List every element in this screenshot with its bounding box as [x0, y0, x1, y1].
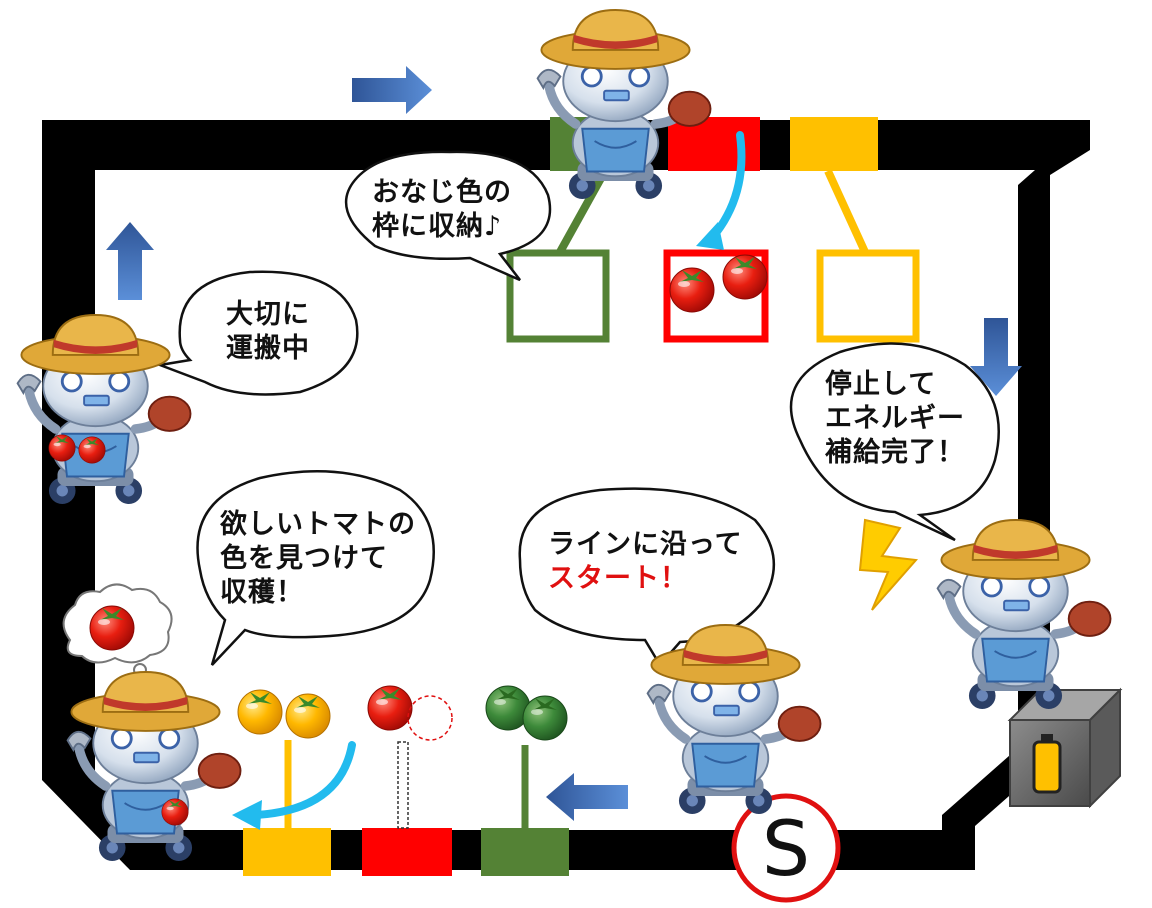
- harvest-arrow: [252, 741, 356, 819]
- direction-arrow-right: [352, 66, 432, 114]
- start-line-2: スタート！: [548, 563, 688, 594]
- speech-bubble-harvest: [196, 470, 435, 666]
- charge-line-2: エネルギー: [825, 403, 965, 434]
- bottom-slot-green: [481, 828, 569, 876]
- direction-arrow-left: [546, 773, 628, 821]
- harvested-tomato-outline: [407, 695, 453, 741]
- thought-tomato: [89, 605, 135, 651]
- carried-tomato: [78, 436, 106, 464]
- harvested-stem-placeholder: [397, 741, 409, 829]
- green-tomato: [522, 695, 568, 741]
- red-tomato: [367, 685, 413, 731]
- bubble-text-charge: 停止して エネルギー 補給完了！: [825, 368, 965, 470]
- bottom-slot-yellow: [243, 828, 331, 876]
- charge-line-1: 停止して: [825, 369, 937, 400]
- speech-bubble-store: [344, 150, 552, 282]
- green-connector: [556, 169, 609, 254]
- stored-tomato: [669, 267, 715, 313]
- track-line: [42, 120, 1090, 870]
- lightning-bolt-icon: [858, 518, 919, 611]
- speech-bubble-carry: [155, 270, 359, 396]
- harvest-line-3: 収穫！: [220, 577, 304, 608]
- top-slot-yellow: [790, 117, 878, 171]
- robot-farmer-charging: [938, 520, 1111, 709]
- harvest-line-2: 色を見つけて: [220, 543, 388, 574]
- start-marker-circle: [731, 793, 841, 903]
- harvest-arrow-head: [232, 800, 262, 830]
- harvested-tomato: [161, 798, 189, 826]
- start-line-1: ラインに沿って: [548, 529, 743, 560]
- carried-tomato: [48, 434, 76, 462]
- battery-station-icon: [1007, 687, 1123, 809]
- storage-box-yellow: [816, 249, 920, 343]
- yellow-tomato: [285, 693, 331, 739]
- yellow-connector: [824, 169, 869, 254]
- bubble-text-carry: 大切に 運搬中: [226, 298, 310, 366]
- bubble-text-start: ラインに沿って スタート！: [548, 528, 743, 596]
- carry-line-2: 運搬中: [226, 333, 310, 364]
- speech-bubble-charge: [789, 342, 1000, 542]
- start-marker-label: S: [762, 804, 810, 893]
- bubble-text-store: おなじ色の 枠に収納♪: [372, 176, 512, 244]
- store-line-1: おなじ色の: [372, 177, 512, 208]
- charge-line-3: 補給完了！: [825, 437, 965, 468]
- harvest-line-1: 欲しいトマトの: [220, 509, 416, 540]
- speech-bubble-start: [518, 487, 775, 668]
- storage-box-red: [663, 249, 769, 343]
- bottom-slot-red: [362, 828, 452, 876]
- yellow-tomato: [237, 689, 283, 735]
- storage-box-green: [506, 249, 610, 343]
- direction-arrow-down: [970, 318, 1022, 396]
- bubble-text-harvest: 欲しいトマトの 色を見つけて 収穫！: [220, 508, 416, 610]
- direction-arrow-up: [106, 222, 154, 300]
- store-line-2: 枠に収納♪: [372, 211, 503, 242]
- deposit-arrow-head: [696, 222, 724, 250]
- stored-tomato: [722, 254, 768, 300]
- carry-line-1: 大切に: [226, 299, 310, 330]
- robot-farmer-starting: [648, 625, 821, 814]
